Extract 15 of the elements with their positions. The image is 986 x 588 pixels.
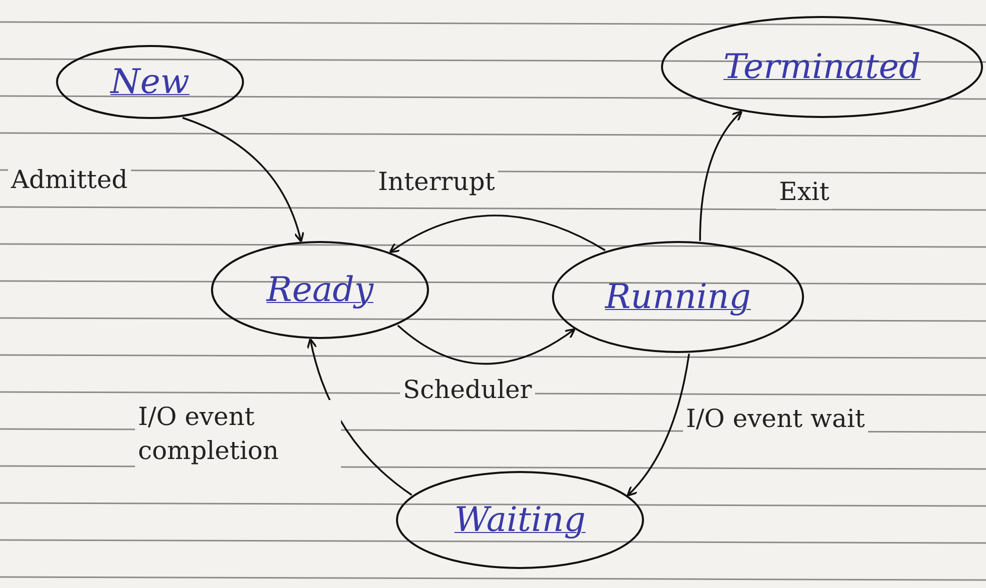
state-ellipse	[551, 240, 805, 354]
state-name: New	[110, 62, 190, 102]
state-ellipse	[210, 240, 430, 340]
transition-arrow	[306, 338, 412, 496]
transition-arrow	[626, 354, 690, 497]
state-name: Running	[605, 277, 751, 317]
state-ellipse	[55, 44, 245, 120]
state-name: Waiting	[454, 500, 586, 540]
state-ellipse	[395, 470, 645, 570]
transition-arrow	[699, 110, 743, 241]
transition-arrow	[389, 214, 606, 254]
edge-label: I/O event completion	[135, 400, 341, 468]
state-name: Ready	[266, 270, 374, 310]
transition-arrow	[397, 324, 576, 365]
transition-arrow	[182, 116, 304, 243]
